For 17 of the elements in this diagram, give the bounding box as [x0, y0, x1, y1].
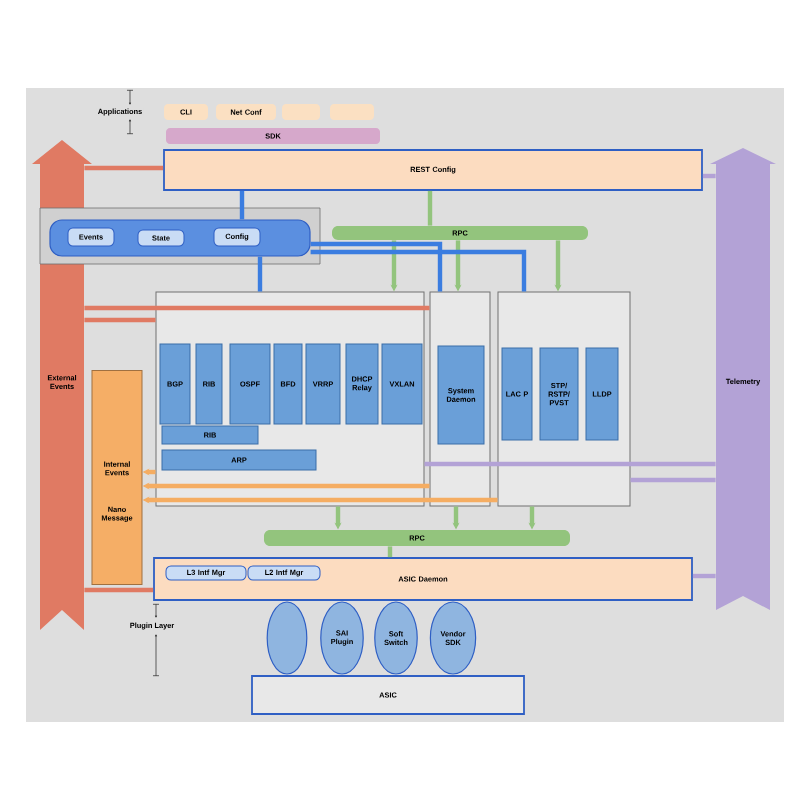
connector: [257, 256, 263, 292]
connector: [84, 317, 156, 323]
app-box: [330, 104, 374, 120]
connector: [702, 173, 716, 179]
connector: [387, 546, 393, 558]
connector: [424, 461, 716, 467]
connector: [310, 249, 527, 292]
connector: [84, 587, 154, 593]
connector: [427, 190, 433, 226]
connector: [239, 190, 245, 220]
connector: [630, 477, 716, 483]
connector: [692, 573, 716, 579]
plugin-ellipse: [266, 601, 308, 675]
app-box: [282, 104, 320, 120]
connector: [84, 165, 164, 171]
connector: [310, 241, 443, 292]
connector: [84, 305, 430, 311]
